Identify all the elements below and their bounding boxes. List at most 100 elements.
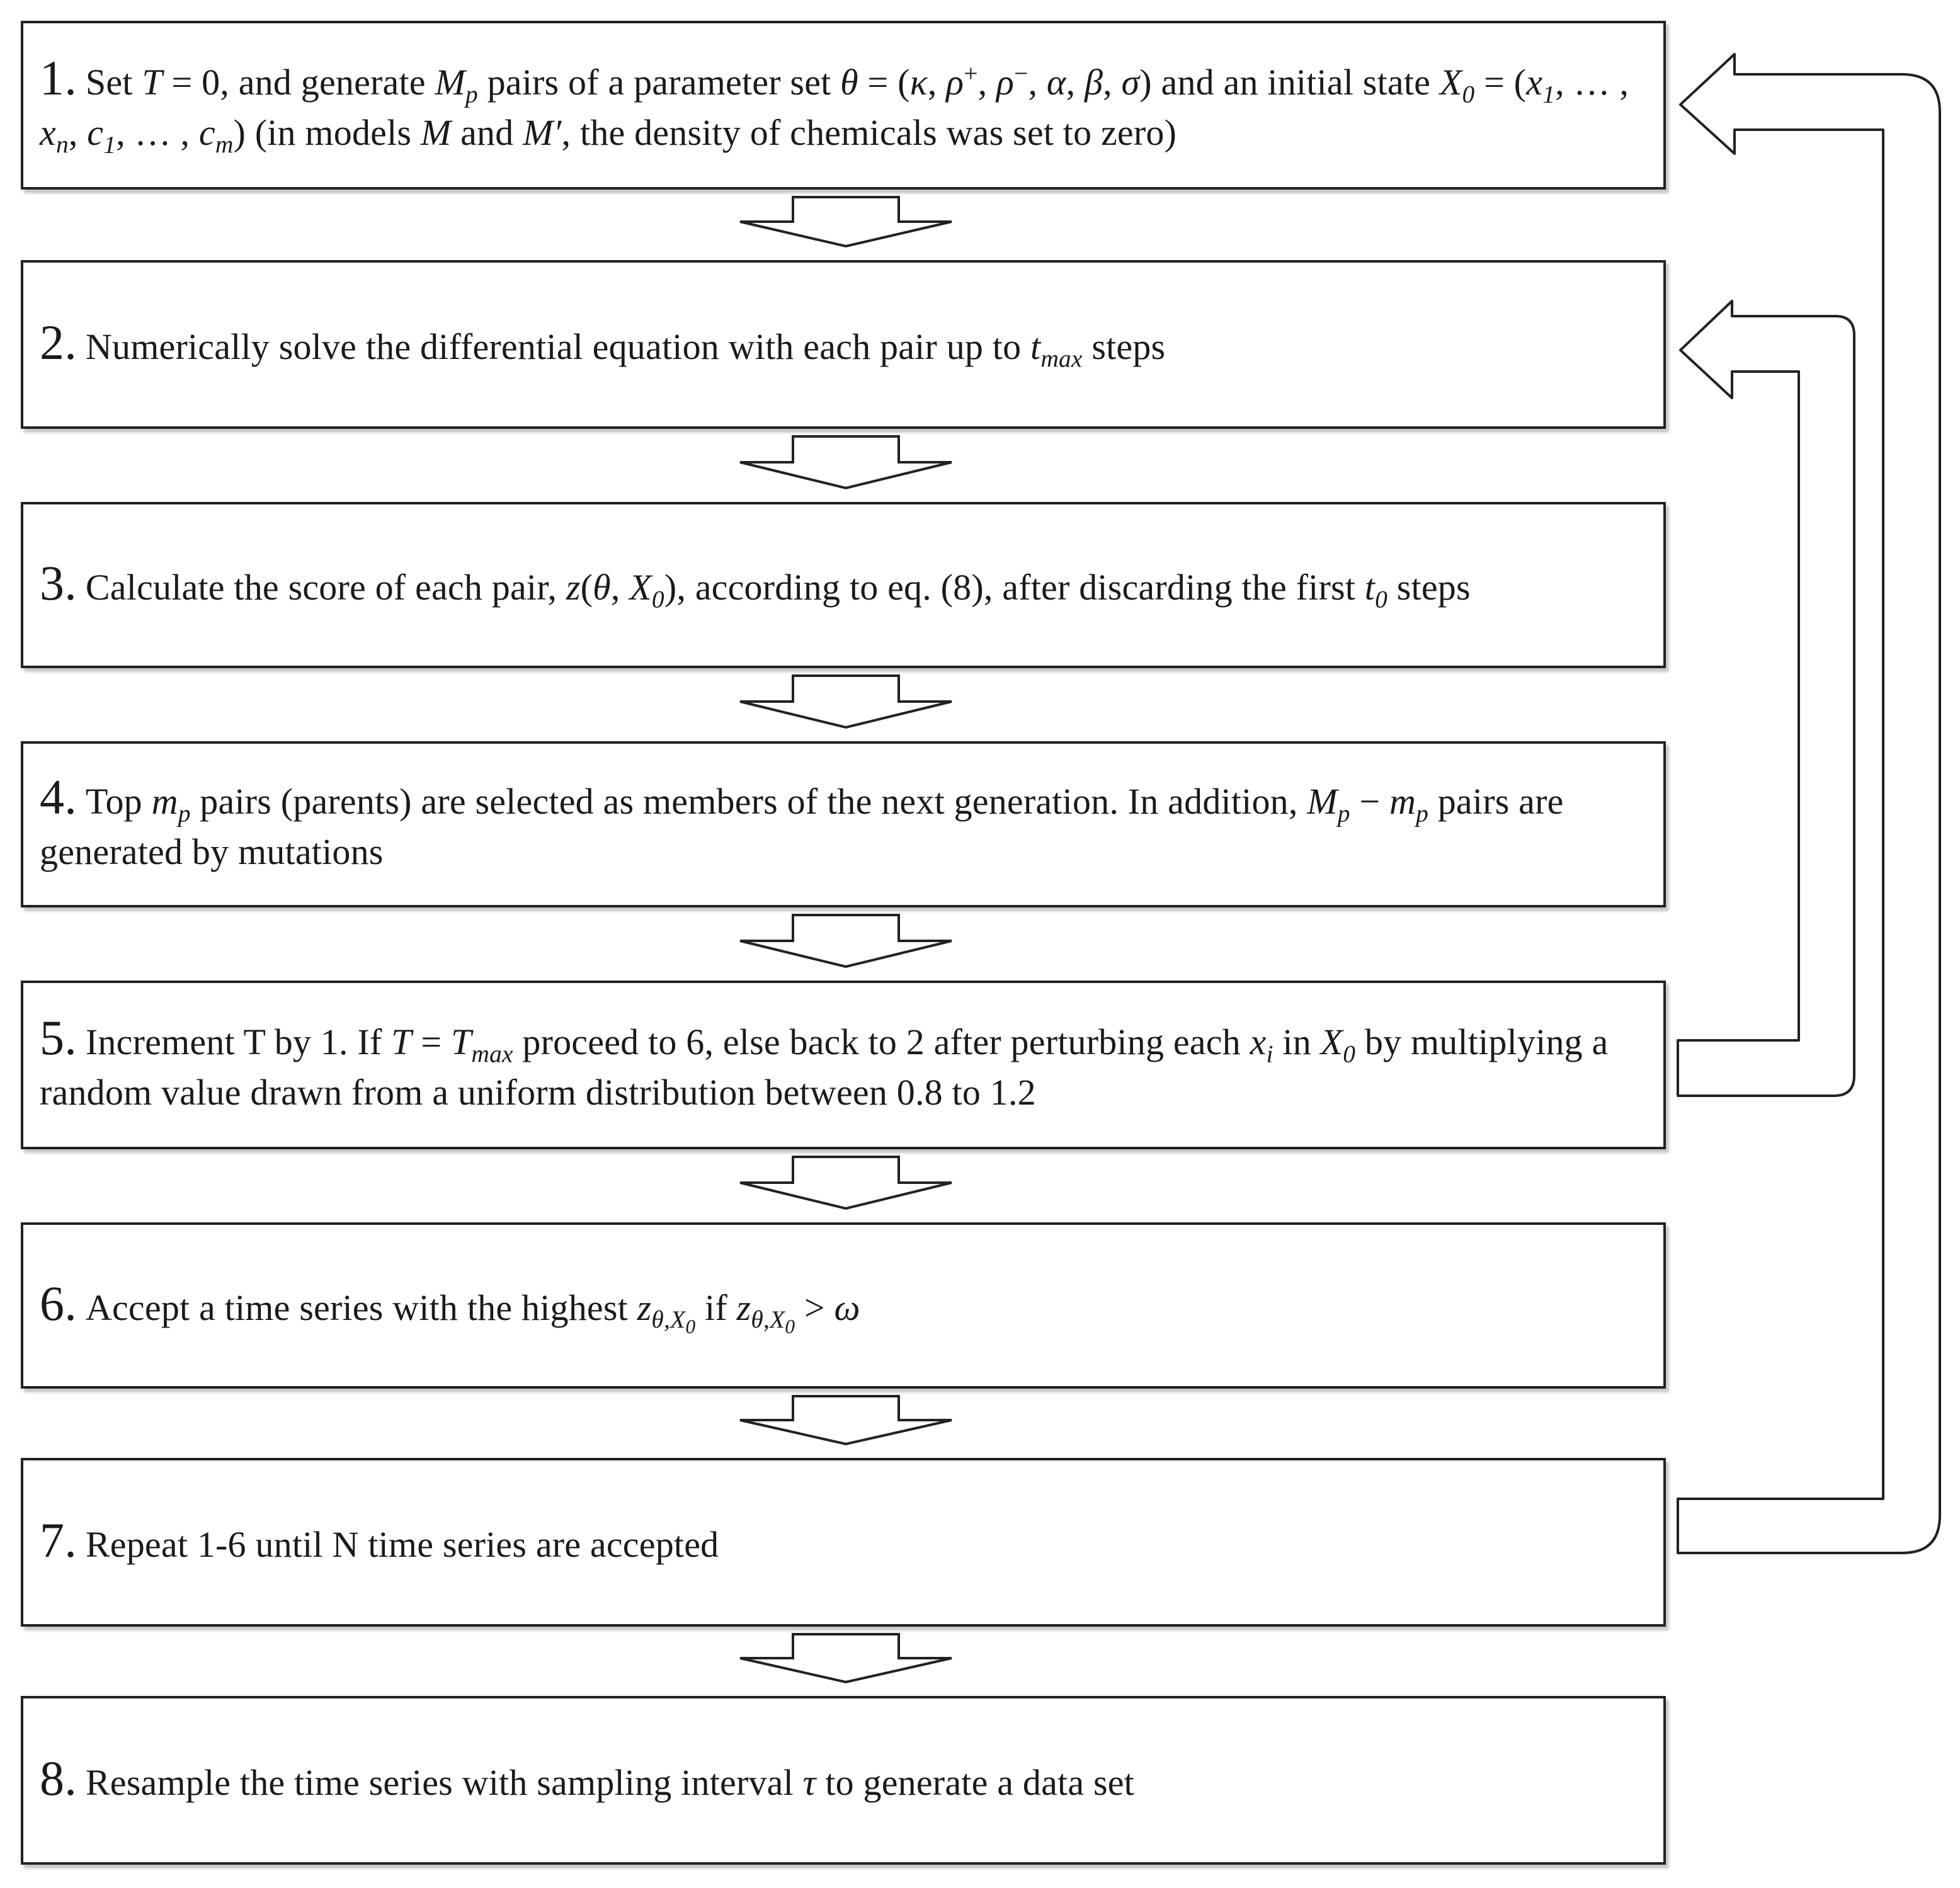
step-5-text: 5.Increment T by 1. If T = Tmax proceed … [40, 1009, 1647, 1118]
step-text-run: Calculate the score of each pair, [85, 566, 566, 608]
math-symbol: Mp [1307, 780, 1350, 826]
math-subscript-text: max [471, 1040, 513, 1068]
math-symbol: ρ+ [946, 60, 977, 102]
math-symbol: β [1085, 62, 1103, 103]
step-text-run: steps [1387, 566, 1471, 608]
step-text-run: ), according to eq. (8), after discardin… [664, 566, 1365, 608]
math-base: κ [909, 61, 928, 103]
math-superscript: − [1014, 59, 1028, 88]
math-subscript: p [1338, 799, 1350, 827]
math-subscript-text: 0 [1462, 80, 1475, 108]
math-subscript: m [215, 130, 234, 158]
math-symbol: Mp [435, 61, 477, 106]
math-base: t [1364, 566, 1376, 608]
math-symbol: x1 [1526, 62, 1555, 106]
down-arrows [739, 196, 952, 1684]
down-arrow-5-to-6 [739, 1156, 952, 1210]
step-text-run: Top [85, 780, 152, 822]
step-text-run: Resample the time series with sampling i… [85, 1761, 803, 1803]
step-text-run: , [1103, 61, 1122, 103]
math-symbol: κ [910, 62, 928, 103]
math-base: M [1307, 780, 1338, 822]
step-text-run: Accept a time series with the highest [85, 1287, 637, 1328]
down-arrow-7-to-8 [739, 1633, 952, 1684]
math-base: α [1046, 61, 1066, 103]
math-symbol: M′ [523, 112, 561, 153]
math-base: T [450, 1021, 472, 1062]
math-subscript: 0 [1462, 80, 1474, 108]
step-7-text: 7.Repeat 1-6 until N time series are acc… [40, 1515, 719, 1570]
math-base: t [1030, 326, 1041, 367]
math-symbol: xi [1250, 1021, 1273, 1066]
step-number: 1. [40, 50, 77, 105]
math-base: M′ [523, 111, 562, 153]
math-symbol: X0 [1439, 61, 1475, 106]
math-subscript-text: i [1266, 1040, 1273, 1068]
math-base: M [435, 61, 465, 103]
math-symbol: θ [840, 62, 858, 103]
step-text-run: , the density of chemicals was set to ze… [561, 111, 1177, 153]
math-base: z [566, 566, 581, 608]
step-text-run: − [1350, 780, 1390, 822]
step-6-text: 6.Accept a time series with the highest … [40, 1275, 860, 1336]
loop-arrow-7-to-1 [1677, 53, 1941, 1554]
math-subscript: 0 [652, 585, 664, 613]
step-text-run: Increment T by 1. If [85, 1021, 392, 1062]
math-symbol: τ [803, 1762, 816, 1803]
step-text-run: steps [1082, 326, 1166, 367]
math-symbol: X0 [1321, 1021, 1356, 1066]
math-symbol: mp [151, 780, 191, 826]
math-subscript: max [471, 1040, 513, 1067]
step-text-run: Numerically solve the differential equat… [85, 326, 1031, 367]
step-1-box: 1.Set T = 0, and generate Mp pairs of a … [21, 21, 1666, 190]
math-base: ω [834, 1287, 860, 1328]
step-6-box: 6.Accept a time series with the highest … [21, 1222, 1666, 1389]
down-arrow-6-to-7 [739, 1395, 952, 1446]
math-subscript-text: p [178, 799, 191, 827]
math-symbol: tmax [1030, 326, 1083, 371]
step-number: 6. [40, 1275, 77, 1331]
step-3-text: 3.Calculate the score of each pair, z(θ,… [40, 557, 1471, 613]
math-symbol: z [566, 567, 581, 608]
math-subscript-text: 1 [1542, 80, 1556, 108]
math-base: X [1439, 61, 1462, 103]
step-text-run: to generate a data set [816, 1761, 1134, 1803]
math-symbol: mp [1389, 780, 1428, 826]
math-subscript-text: 1 [103, 130, 117, 159]
math-symbol: T [391, 1021, 411, 1062]
step-text-run: , [610, 566, 630, 608]
math-subscript-text: p [1337, 799, 1350, 827]
math-subscript: p [1416, 799, 1428, 827]
step-5-box: 5.Increment T by 1. If T = Tmax proceed … [21, 981, 1666, 1149]
step-text-run: = [411, 1021, 451, 1062]
math-symbol: α [1047, 62, 1066, 103]
step-text-run: and [451, 111, 523, 153]
step-text-run: , [68, 111, 88, 153]
step-number: 2. [40, 314, 77, 370]
step-text-run: , … , [116, 111, 199, 153]
math-subscript-text: n [55, 130, 69, 159]
math-subscript: p [465, 80, 478, 108]
step-text-run: if [695, 1287, 737, 1328]
math-subscript-text: θ,X [751, 1305, 785, 1334]
step-text-run: > [795, 1287, 835, 1328]
math-subscript: p [178, 799, 191, 827]
math-base: x [1250, 1021, 1267, 1062]
step-text-run: , [977, 61, 997, 103]
math-base: M [420, 111, 452, 153]
math-subscript-text: 0 [651, 585, 664, 613]
math-subscript: max [1040, 344, 1082, 372]
math-base: θ [593, 566, 611, 608]
step-number: 5. [40, 1009, 77, 1065]
step-number: 7. [40, 1512, 77, 1567]
math-symbol: M [421, 112, 452, 153]
math-base: m [1389, 780, 1416, 822]
math-symbol: θ [593, 567, 611, 608]
math-symbol: ω [835, 1287, 860, 1328]
step-text-run: ) and an initial state [1139, 61, 1440, 103]
math-base: m [151, 780, 178, 822]
math-subscript-text: 0 [1343, 1040, 1356, 1068]
math-symbol: t0 [1364, 566, 1387, 611]
